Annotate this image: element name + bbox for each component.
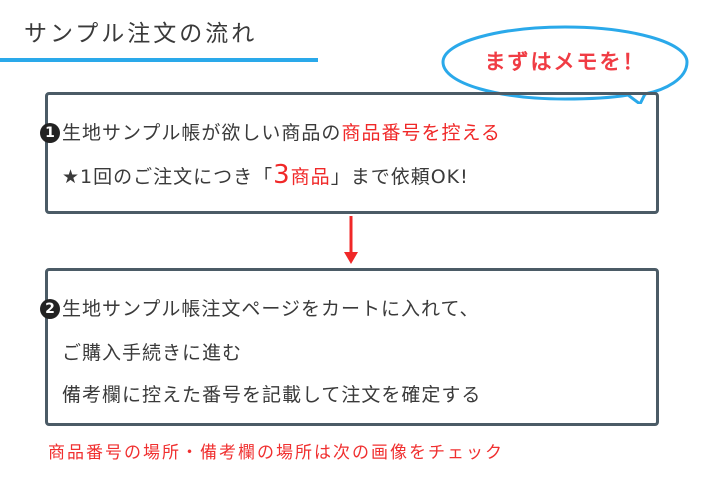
bubble-text: まずはメモを！ xyxy=(484,50,646,74)
page-title: サンプル注文の流れ xyxy=(24,21,258,47)
step1-line2-prefix: ★1回のご注文につき「 xyxy=(62,166,274,188)
step1-line1-text: 生地サンプル帳が欲しい商品の xyxy=(62,122,342,144)
step2-box xyxy=(45,268,659,426)
speech-bubble: まずはメモを！ xyxy=(440,24,690,104)
step1-line2-suffix: 」まで依頼OK! xyxy=(330,166,469,188)
title-underline xyxy=(0,58,318,62)
step2-line2: ご購入手続きに進む xyxy=(62,342,243,364)
step2-line1-text: 生地サンプル帳注文ページをカートに入れて、 xyxy=(62,298,480,320)
step1-highlight: 商品番号を控える xyxy=(341,122,501,144)
down-arrow-icon xyxy=(344,216,358,266)
step1-limit-unit: 商品 xyxy=(290,166,331,188)
step1-number-icon: 1 xyxy=(40,123,60,143)
step2-number-icon: 2 xyxy=(40,299,60,319)
step1-line2: ★1回のご注文につき「3商品」まで依頼OK! xyxy=(62,160,469,190)
step1-limit-number: 3 xyxy=(273,160,291,190)
step2-line3: 備考欄に控えた番号を記載して注文を確定する xyxy=(62,384,482,406)
step1-box xyxy=(45,92,659,214)
speech-bubble-icon xyxy=(441,25,689,104)
footer-note: 商品番号の場所・備考欄の場所は次の画像をチェック xyxy=(48,443,504,463)
